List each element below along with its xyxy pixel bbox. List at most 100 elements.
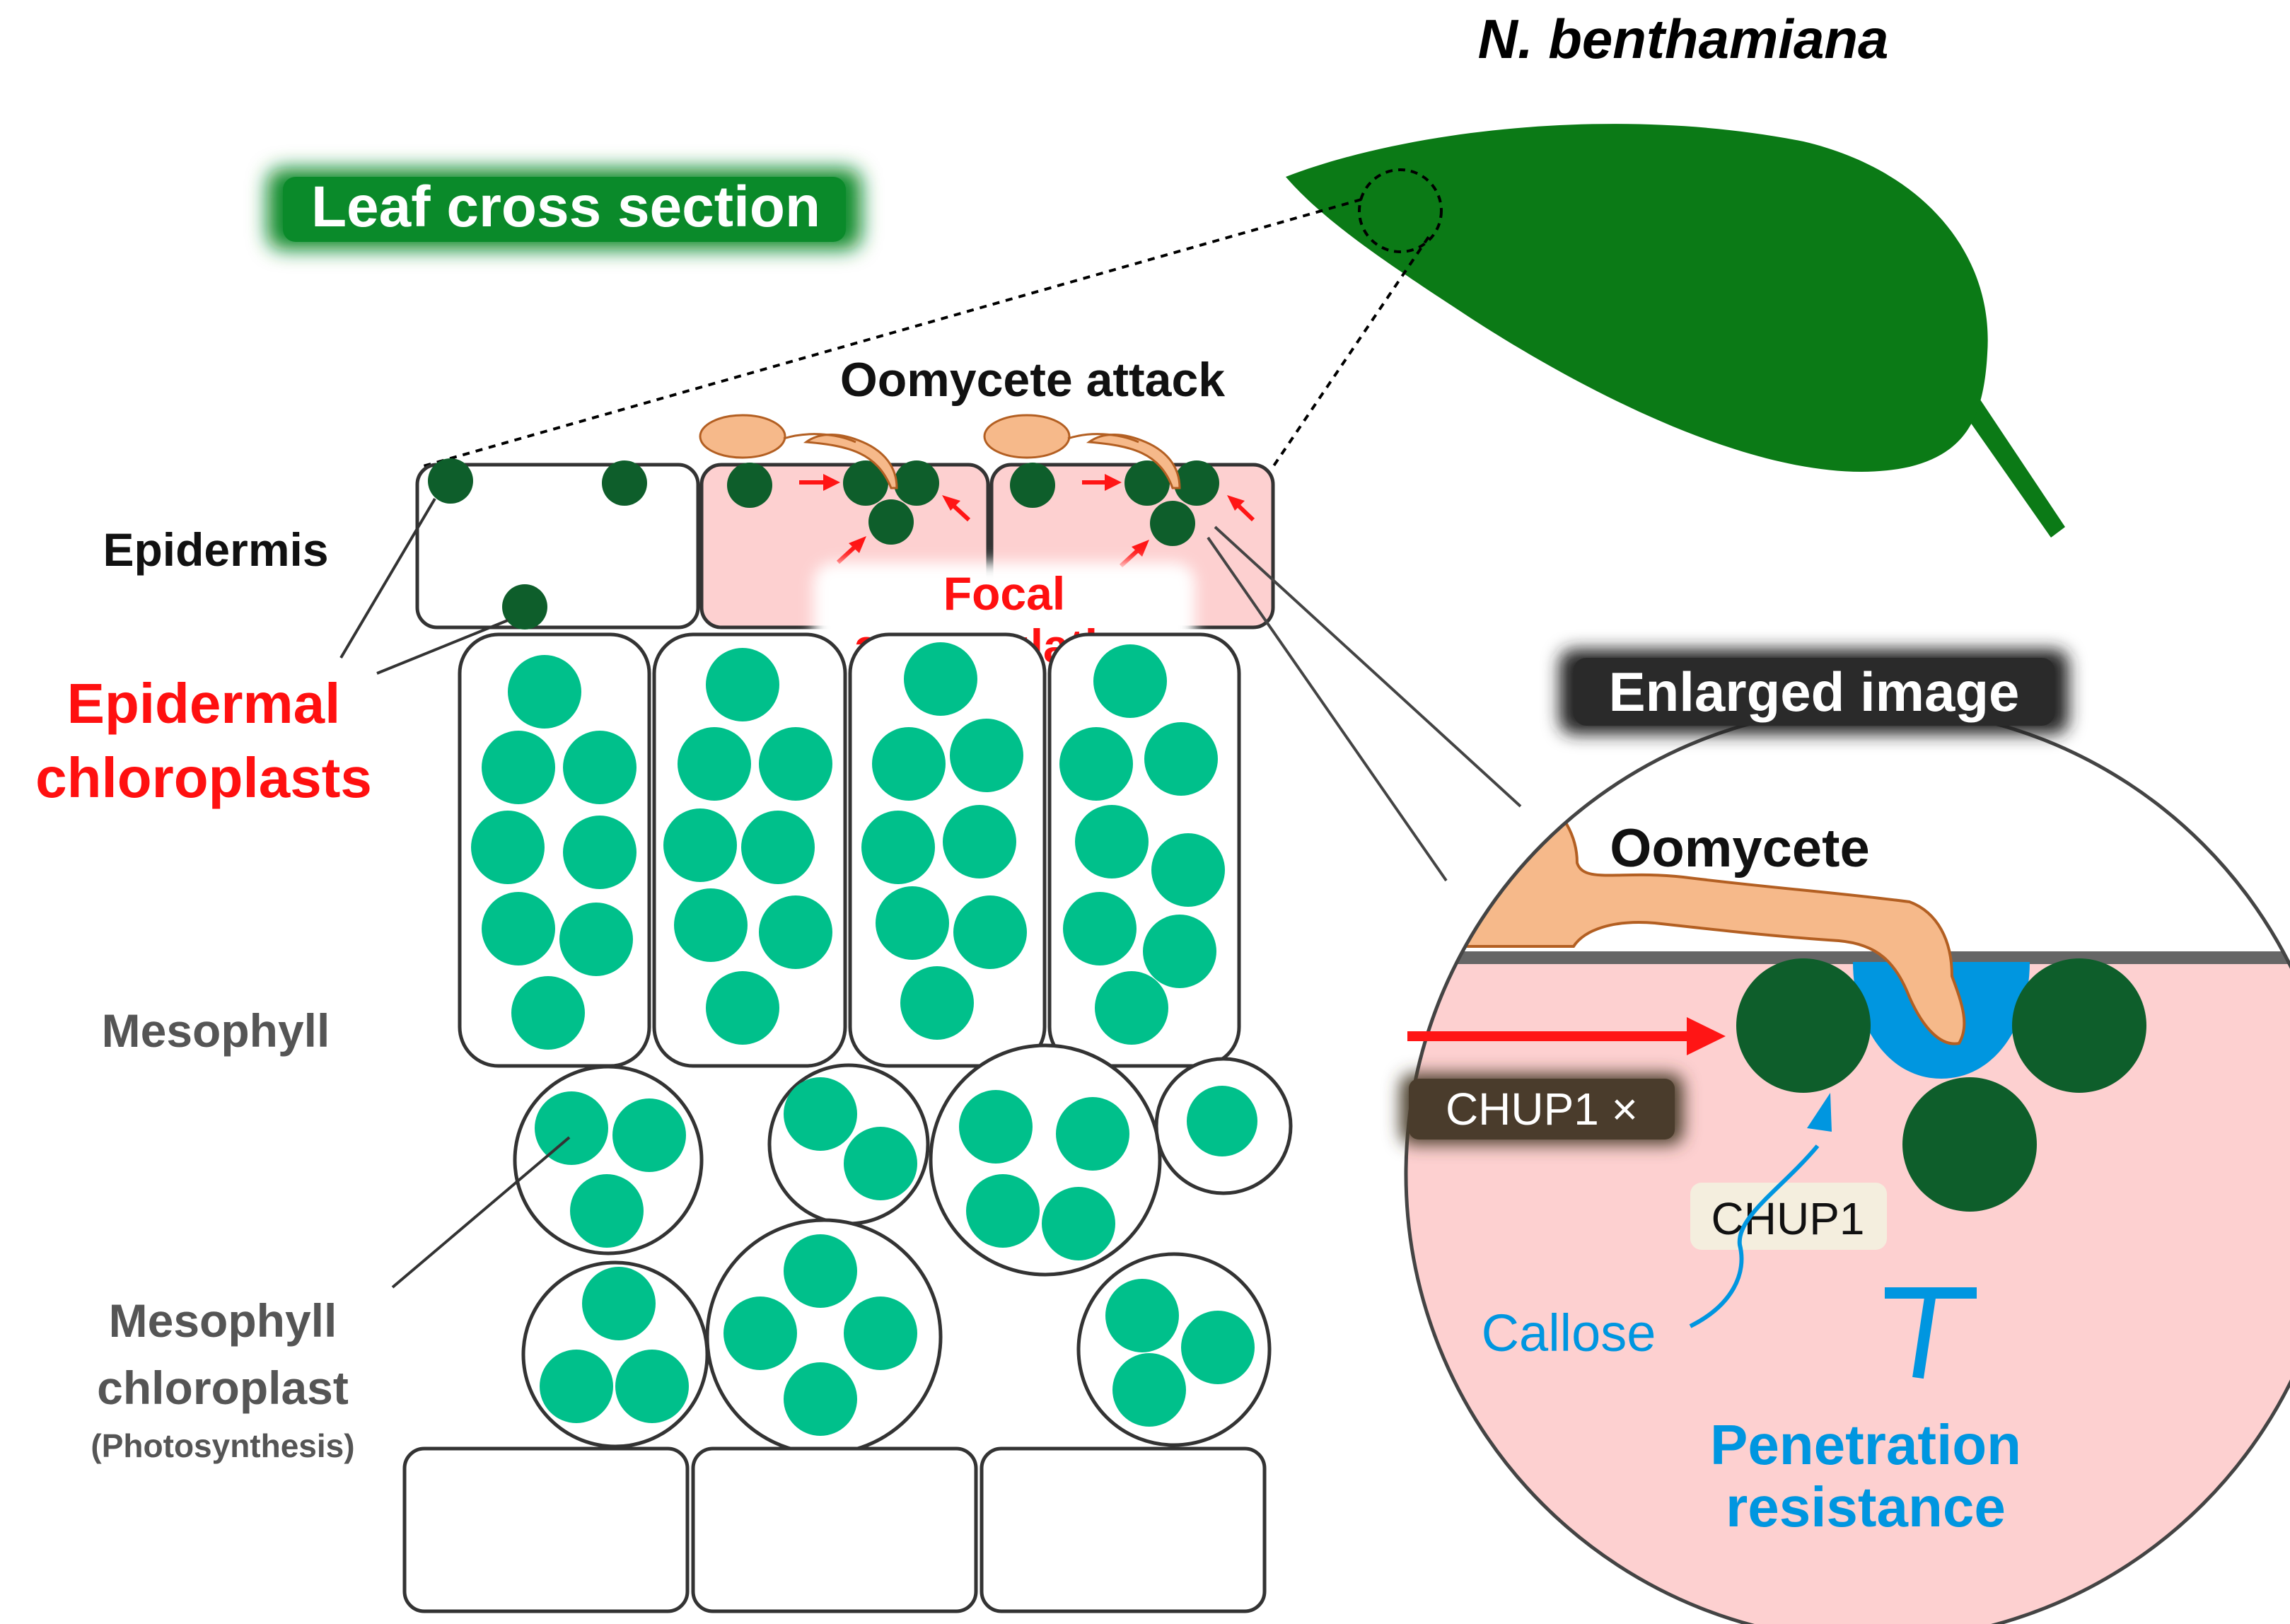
projection-line-right [1272, 236, 1430, 468]
enlarge-line [1214, 526, 1522, 808]
chup1-label: CHUP1 [1690, 1183, 1887, 1250]
enlarged-image-badge: Enlarged image [1559, 649, 2069, 734]
mesophyll-chloroplast [904, 642, 977, 716]
svg-text:CHUP1 ×: CHUP1 × [1446, 1084, 1638, 1135]
leaf-blade [1286, 124, 1988, 472]
mesophyll-chloroplast [612, 1098, 686, 1172]
mesophyll-chloroplast [950, 719, 1023, 792]
chup1-mutant-badge: CHUP1 × [1400, 1074, 1683, 1144]
mesophyll-chloroplast [759, 727, 832, 801]
epidermal-chloroplast [727, 463, 772, 508]
species-title: N. benthamiana [1478, 8, 1889, 70]
accumulation-arrow [836, 536, 866, 564]
mesophyll-chloroplast [784, 1077, 857, 1151]
mesophyll-chloroplast [706, 971, 779, 1045]
accumulation-arrow [1082, 474, 1122, 491]
spongy-mesophyll [513, 1043, 1293, 1456]
svg-text:chloroplast: chloroplast [97, 1362, 349, 1414]
mesophyll-chloroplast [943, 805, 1016, 878]
mesophyll-chloroplast [482, 892, 555, 965]
mesophyll-chloroplast [741, 811, 815, 884]
accumulation-arrow [799, 474, 840, 491]
mesophyll-chloroplast [482, 731, 555, 804]
pointer-line [376, 619, 508, 675]
epidermal-chloroplast [894, 460, 939, 506]
leaf-illustration [1286, 124, 2065, 538]
svg-text:CHUP1: CHUP1 [1711, 1193, 1865, 1244]
mesophyll-chloroplast [966, 1174, 1040, 1248]
epidermal-chloroplast [502, 584, 547, 630]
mesophyll-chloroplast [1093, 644, 1167, 718]
palisade-mesophyll [458, 632, 1241, 1068]
epidermal-chloroplast [1150, 501, 1195, 546]
oomycete-small-2 [983, 414, 1181, 489]
mesophyll-chloroplast [1181, 1311, 1255, 1384]
resistance-t-symbol [1885, 1287, 1977, 1379]
epidermal-chloroplast [1174, 460, 1219, 506]
mesophyll-chloroplast [570, 1174, 644, 1248]
mesophyll-chloroplast [784, 1362, 857, 1436]
oomycete-label: Oomycete [1610, 818, 1870, 878]
svg-text:Enlarged image: Enlarged image [1609, 661, 2020, 723]
accumulation-arrow [942, 495, 971, 522]
mesophyll-chloroplast [1151, 833, 1225, 907]
mesophyll-chloroplast [1059, 727, 1133, 801]
epidermal-chloroplasts-label: Epidermal chloroplasts [35, 672, 372, 809]
mesophyll-chloroplast [559, 903, 633, 976]
mesophyll-chloroplast [582, 1267, 656, 1340]
epidermis-label: Epidermis [103, 523, 328, 576]
mesophyll-chloroplast [959, 1090, 1033, 1164]
mesophyll-chloroplast [563, 731, 637, 804]
mesophyll-chloroplast [844, 1297, 917, 1370]
mesophyll-chloroplast [1187, 1086, 1257, 1156]
mesophyll-chloroplast [844, 1127, 917, 1200]
lower-epidermal-cell [691, 1446, 978, 1613]
svg-text:chloroplasts: chloroplasts [35, 746, 372, 809]
svg-text:resistance: resistance [1726, 1475, 2006, 1538]
svg-text:Focal: Focal [943, 567, 1065, 620]
accumulation-arrow [1227, 495, 1255, 522]
cross-section-badge-label: Leaf cross section [311, 175, 820, 239]
oomycete-small-1 [699, 414, 898, 489]
mesophyll-chloroplast [663, 808, 737, 882]
mesophyll-label: Mesophyll [102, 1004, 330, 1057]
chloroplast-movement-arrow [1407, 1017, 1726, 1055]
svg-text:Mesophyll: Mesophyll [109, 1294, 337, 1347]
svg-text:Penetration: Penetration [1710, 1413, 2021, 1476]
mesophyll-chloroplast [1143, 915, 1216, 988]
leaf-petiole [1952, 389, 2065, 538]
cell-wall [1406, 951, 2290, 964]
epidermal-chloroplast [843, 460, 888, 506]
mesophyll-chloroplast [540, 1350, 613, 1423]
mesophyll-chloroplast [471, 811, 545, 884]
lower-epidermal-cell [980, 1446, 1267, 1613]
oomycete-large [1441, 789, 1966, 1045]
mesophyll-chloroplast [872, 727, 946, 801]
mesophyll-chloroplast [1144, 722, 1218, 796]
mesophyll-chloroplast [861, 811, 935, 884]
cross-section-badge: Leaf cross section [267, 168, 861, 250]
lower-epidermal-cell [402, 1446, 690, 1613]
pointer-line [391, 1136, 571, 1289]
callose-label: Callose [1482, 1304, 1656, 1362]
mesophyll-chloroplast [1075, 805, 1149, 878]
lower-epidermis [402, 1446, 1267, 1613]
mesophyll-chloroplast [674, 888, 748, 962]
pointer-line [339, 497, 436, 659]
svg-text:(Photosynthesis): (Photosynthesis) [91, 1427, 354, 1464]
mesophyll-chloroplast [784, 1234, 857, 1308]
oomycete-attack-label: Oomycete attack [840, 353, 1225, 407]
mesophyll-chloroplast [678, 727, 751, 801]
mesophyll-chloroplast [876, 886, 949, 960]
mesophyll-chloroplast [1112, 1353, 1186, 1427]
enlarged-chloroplast [2012, 958, 2146, 1093]
mesophyll-chloroplast [511, 976, 585, 1050]
mesophyll-chloroplast [1095, 971, 1168, 1045]
zoom-circle [1358, 168, 1443, 253]
enlarged-chloroplast [1902, 1077, 2037, 1212]
mesophyll-chloroplast [1063, 892, 1137, 965]
epidermal-chloroplast [868, 499, 914, 545]
penetration-resistance-label: Penetration resistance [1710, 1413, 2021, 1538]
mesophyll-chloroplast [759, 895, 832, 969]
